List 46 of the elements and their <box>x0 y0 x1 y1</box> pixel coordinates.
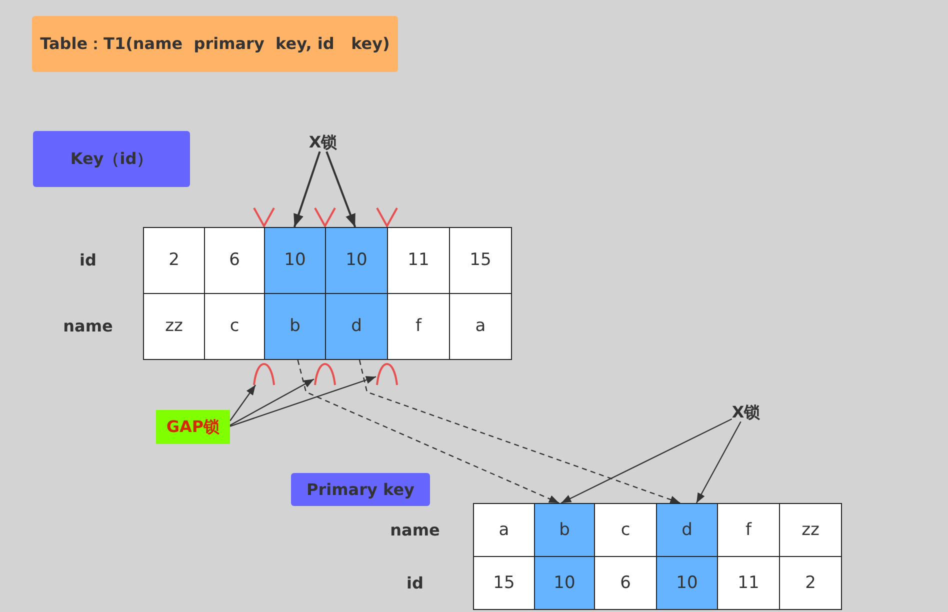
lock-label: X锁 <box>732 402 760 422</box>
table-cell: c <box>204 293 265 360</box>
lock-label: X锁 <box>308 132 338 152</box>
arrow <box>230 378 314 426</box>
heading-box: Table：T1(name primary key, id key) <box>32 16 398 72</box>
row-label: id <box>406 573 424 593</box>
table-cell: f <box>387 293 450 360</box>
highlighted-cell: b <box>264 293 326 360</box>
gap-arc <box>314 361 336 385</box>
arrow <box>230 384 256 422</box>
table-cell: 11 <box>717 556 780 610</box>
highlighted-cell: 10 <box>264 227 326 294</box>
table-cell: 15 <box>473 556 535 610</box>
highlighted-cell: d <box>325 293 388 360</box>
table-cell: a <box>473 503 535 557</box>
gap-arc <box>253 361 275 385</box>
table-cell: 11 <box>387 227 450 294</box>
row-label: id <box>80 250 96 270</box>
table-cell: zz <box>779 503 842 557</box>
highlighted-cell: 10 <box>656 556 718 610</box>
dashed-arrow <box>358 360 680 504</box>
table-cell: 2 <box>779 556 842 610</box>
gap-lock-box: GAP锁 <box>156 410 230 444</box>
index-label-box: Key（id） <box>33 131 190 187</box>
row-label: name <box>63 316 113 336</box>
highlighted-cell: d <box>656 503 718 557</box>
arrow <box>696 421 742 504</box>
arrow <box>293 151 321 228</box>
arrow <box>560 418 732 504</box>
table-cell: f <box>717 503 780 557</box>
table-cell: 15 <box>449 227 512 294</box>
table-cell: zz <box>143 293 205 360</box>
gap-arc <box>376 361 398 385</box>
table-cell: a <box>449 293 512 360</box>
table-cell: c <box>594 503 657 557</box>
arrow <box>326 151 356 228</box>
highlighted-cell: 10 <box>534 556 595 610</box>
table-cell: 2 <box>143 227 205 294</box>
highlighted-cell: b <box>534 503 595 557</box>
highlighted-cell: 10 <box>325 227 388 294</box>
dashed-arrow <box>297 360 560 504</box>
table-cell: 6 <box>594 556 657 610</box>
row-label: name <box>390 520 440 540</box>
arrow <box>230 376 376 427</box>
table-cell: 6 <box>204 227 265 294</box>
index-label-box: Primary key <box>291 473 430 506</box>
